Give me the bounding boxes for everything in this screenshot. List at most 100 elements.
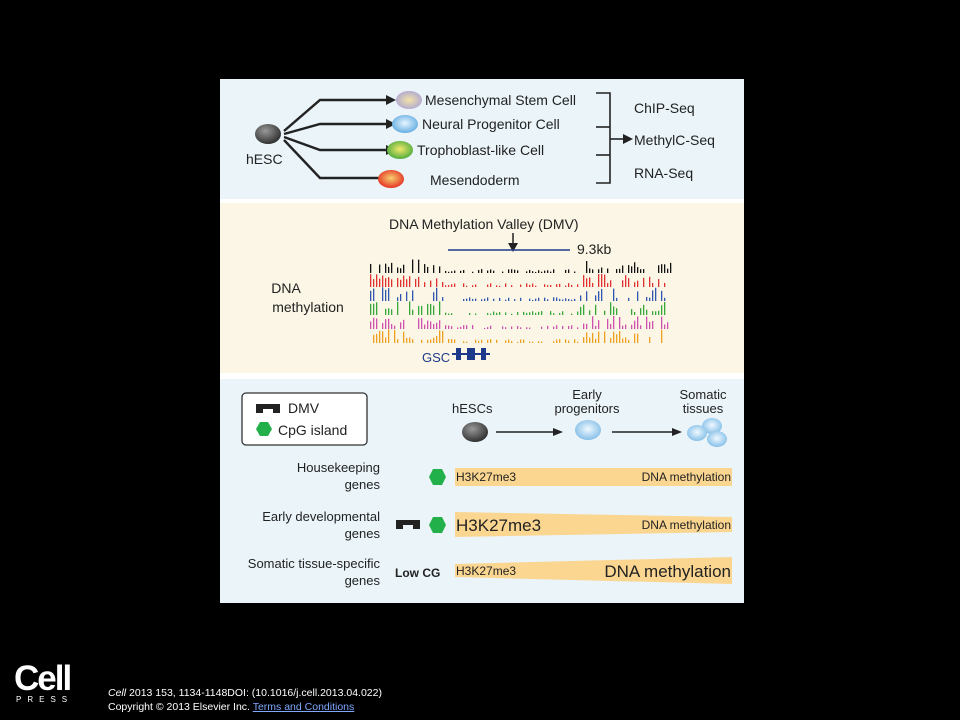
methylation-bar [619,331,621,343]
methylation-bar [445,270,447,273]
methylation-bar [466,285,468,287]
methylation-bar [583,304,585,315]
methylation-bar [430,339,432,343]
methylation-bar [481,339,483,343]
journal-name: Cell [108,687,127,699]
methylation-bar [376,333,378,343]
methylation-bar [556,325,558,329]
methylation-bar [562,311,564,315]
methylation-bar [574,339,576,343]
methylation-bar [520,339,522,343]
methylation-bar [520,327,522,329]
methylation-bar [547,285,549,287]
methylation-bar [631,309,633,315]
methylation-bar [451,339,453,343]
methylation-bar [517,325,519,329]
target-label-neural: Neural Progenitor Cell [422,116,560,132]
methylation-bar [577,341,579,343]
methylation-bar [448,325,450,329]
logo-press: PRESS [16,695,73,704]
methylation-bar [661,316,663,329]
stage-early-label-2: progenitors [554,401,620,416]
model-panel: DMV CpG island hESCs Early progenitors S… [220,379,744,603]
methylation-bar [373,303,375,315]
legend-cpg-label: CpG island [278,422,347,438]
hesc-label: hESC [246,151,283,167]
methylation-bar [379,278,381,287]
methylation-bar [397,267,399,273]
dmv-arrow-icon [508,243,518,252]
methylation-bar [526,312,528,315]
methylation-bar [436,336,438,343]
stage-somatic-label-2: tissues [683,401,724,416]
methylation-bar [463,299,465,301]
methylation-bar [508,339,510,343]
methylation-bar [601,267,603,273]
methylation-bar [586,261,588,273]
methylation-bar [391,324,393,329]
methylation-bar [598,291,600,301]
methylation-bar [532,341,534,343]
methylation-bar [433,265,435,273]
methylation-bar [664,302,666,315]
methylation-bar [424,282,426,287]
cell-press-logo: Cell PRESS [14,659,73,704]
methylation-bar [511,340,513,343]
row1-h3k27me3: H3K27me3 [456,470,516,484]
methylation-bar [616,334,618,343]
methylation-bar [535,285,537,287]
dmv-panel: DNA Methylation Valley (DMV) 9.3kb DNA m… [220,203,744,373]
methylation-bar [532,283,534,287]
methylation-bar [397,301,399,315]
stage-somatic-label-1: Somatic [680,387,727,402]
methylation-bar [622,265,624,273]
methylation-bar [655,311,657,315]
mesendoderm-cell-icon [378,170,404,188]
methylation-bar [409,337,411,343]
methylation-bar [370,303,372,315]
methylation-bar [490,313,492,315]
methylation-bar [661,329,663,343]
methylation-bar [586,291,588,301]
row3-label-line1: Somatic tissue-specific [248,556,381,571]
methylation-bar [613,306,615,315]
methylation-bar [649,297,651,301]
methylation-bar [463,341,465,343]
methylation-bar [511,326,513,329]
methylation-bar [472,298,474,301]
row3-h3k27me3: H3K27me3 [456,564,516,578]
methylation-bar [610,337,612,343]
methylation-bar [649,336,651,343]
methylation-bar [376,318,378,329]
row2-cpg-island-icon [429,517,446,533]
methylation-bar [613,315,615,329]
methylation-bar [457,327,459,329]
methylation-bar [520,284,522,287]
methylation-bar [493,298,495,301]
methylation-bar [472,325,474,329]
dmv-symbol-icon [256,404,280,413]
methylation-bar [487,339,489,343]
methylation-bar [595,325,597,329]
methylation-bar [433,292,435,301]
methylation-bar [547,299,549,301]
neural-progenitor-cell-icon [392,115,418,133]
methylation-bar [385,319,387,329]
methylation-bar [577,327,579,329]
methylation-bar [592,269,594,273]
methylation-bar [604,310,606,315]
methylation-bar [487,284,489,287]
methylation-bar [664,264,666,273]
methylation-bar [427,303,429,315]
terms-link[interactable]: Terms and Conditions [252,701,355,713]
copyright-line: Copyright © 2013 Elsevier Inc. Terms and… [108,700,382,714]
methylation-bar [454,339,456,343]
methylation-bar [493,311,495,315]
methylation-bar [595,304,597,315]
methylation-bar [664,324,666,329]
methylation-bar [529,284,531,287]
methylation-bar [652,311,654,315]
methylation-bar [442,330,444,343]
citation-line: Cell 2013 153, 1134-1148DOI: (10.1016/j.… [108,686,382,700]
row3-low-cg: Low CG [395,566,440,580]
